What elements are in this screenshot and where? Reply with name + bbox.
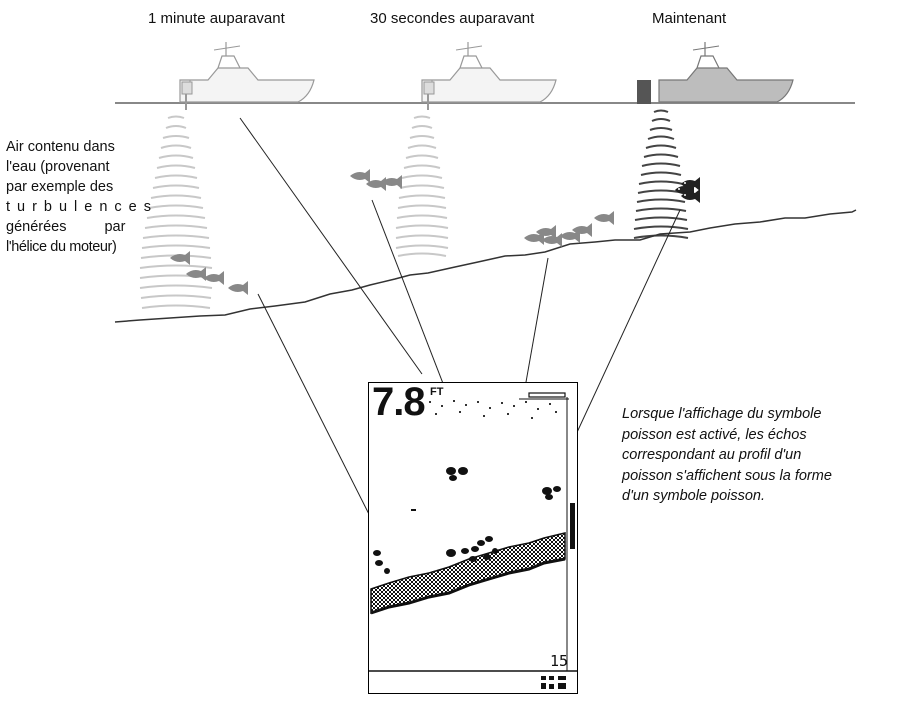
boat-icon-30s <box>421 41 557 111</box>
right-note: Lorsque l'affichage du symbole poisson e… <box>622 404 902 507</box>
boat-icon-1min <box>179 41 315 111</box>
left-note-line: générées par <box>6 219 126 235</box>
left-note-line: par exemple des <box>6 179 114 195</box>
label-one-minute: 1 minute auparavant <box>148 10 285 27</box>
right-note-line: poisson est activé, les échos <box>622 426 807 443</box>
range-readout: 15 <box>550 652 569 670</box>
right-note-line: correspondant au profil d'un <box>622 447 802 463</box>
footer-indicators <box>541 676 566 689</box>
depth-unit: FT <box>430 386 444 398</box>
right-note-line: d'un symbole poisson. <box>622 488 766 504</box>
left-note-line: turbulences <box>6 199 158 215</box>
sonar-screen <box>369 392 577 689</box>
label-now: Maintenant <box>652 10 727 27</box>
label-thirty-seconds: 30 secondes auparavant <box>370 10 535 27</box>
left-note-line: l'hélice du moteur) <box>6 239 117 255</box>
sonar-cone-icon-1 <box>139 115 213 309</box>
right-note-line: Lorsque l'affichage du symbole <box>622 406 822 422</box>
sonar-cone-icon-2 <box>395 115 449 257</box>
fish-icon-group-now <box>675 177 700 203</box>
right-note-line: poisson s'affichent sous la forme <box>622 467 832 484</box>
sonar-fish-icons <box>373 467 561 574</box>
left-note: Air contenu dans l'eau (provenant par ex… <box>6 137 151 257</box>
fish-icon-group-30s <box>350 169 402 191</box>
left-note-line: l'eau (provenant <box>6 159 110 175</box>
depth-readout: 7.8 <box>372 380 426 424</box>
left-note-line: Air contenu dans <box>6 139 115 155</box>
seabed-line <box>114 209 857 323</box>
boat-icon-now <box>637 42 794 104</box>
surface-clutter <box>429 400 557 419</box>
sonar-cone-icon-now <box>633 109 689 239</box>
sonar-display <box>368 382 578 694</box>
sonar-bottom <box>370 532 566 615</box>
